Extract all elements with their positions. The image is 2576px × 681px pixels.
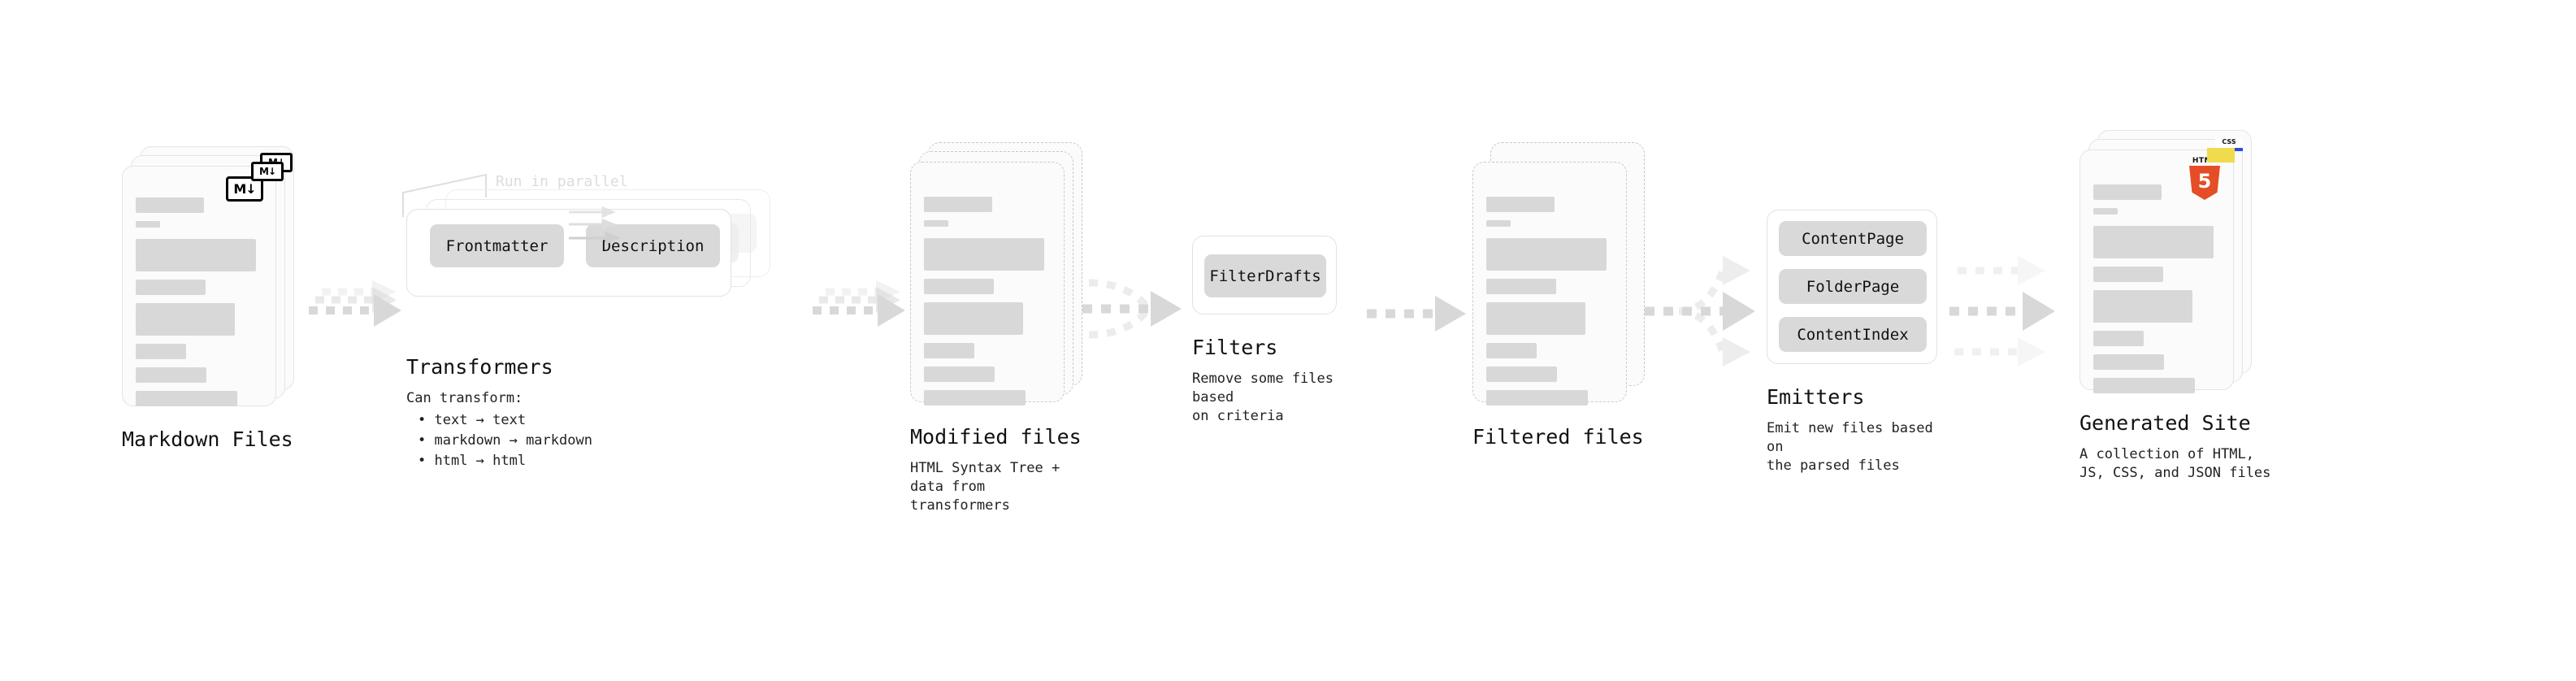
stage-filters: FilterDrafts Filters Remove some files b… <box>1192 0 1367 426</box>
stage-emitters: ContentPage FolderPage ContentIndex Emit… <box>1767 0 1949 475</box>
content-line <box>2093 354 2165 370</box>
content-line <box>1486 302 1585 335</box>
content-line <box>136 197 205 213</box>
stage-label-generated-site: Generated Site <box>2079 411 2251 435</box>
emitter-chip-folderpage[interactable]: FolderPage <box>1779 269 1927 304</box>
content-line <box>2093 290 2192 323</box>
content-line <box>2093 267 2163 282</box>
markdown-icon-mini-1: M↓ <box>251 162 284 181</box>
bullet-item: • html → html <box>418 452 527 469</box>
connector-filters-to-filtered <box>1367 0 1472 335</box>
content-line <box>1486 390 1588 406</box>
markdown-card-stack: M↓ M↓ M↓ <box>122 146 309 406</box>
stage-label-transformers: Transformers <box>406 355 553 379</box>
content-line <box>136 303 235 336</box>
content-line <box>1486 220 1511 227</box>
transformers-bullet-list: • text → text • markdown → markdown • ht… <box>406 411 813 471</box>
content-line <box>2093 378 2195 393</box>
filtered-card-stack <box>1472 142 1645 406</box>
content-line <box>2093 184 2162 200</box>
connector-emitters-to-site <box>1949 0 2079 378</box>
html5-icon: HTML <box>2188 157 2222 200</box>
filtered-card-front <box>1472 162 1627 406</box>
modified-content-lines <box>924 197 1051 414</box>
modified-files-subtitle: HTML Syntax Tree + data from transformer… <box>910 460 1060 514</box>
stage-label-emitters: Emitters <box>1767 385 1865 409</box>
bullet-text: text → text <box>434 411 527 428</box>
transformers-visual: Run in parallel F <box>402 173 813 329</box>
filters-box: FilterDrafts <box>1192 236 1337 314</box>
site-content-lines <box>2093 184 2220 401</box>
content-line <box>2093 226 2214 258</box>
connector-md-to-transformers <box>309 0 406 337</box>
bullet-text: html → html <box>434 452 527 469</box>
content-line <box>136 280 206 295</box>
stage-label-markdown-files: Markdown Files <box>122 427 293 451</box>
connector-modified-to-filters <box>1082 0 1192 349</box>
content-line <box>1486 343 1537 358</box>
modified-card-front <box>910 162 1065 406</box>
content-line <box>924 238 1045 271</box>
connector-filtered-to-emitters <box>1645 0 1767 378</box>
content-line <box>136 367 207 383</box>
content-line <box>1486 197 1555 212</box>
content-line <box>136 221 160 228</box>
content-line <box>1486 238 1607 271</box>
emitter-chip-contentpage[interactable]: ContentPage <box>1779 221 1927 256</box>
transformers-subtitle: Can transform: <box>406 390 523 406</box>
generated-site-card-stack: CSS HTML <box>2079 130 2275 393</box>
content-line <box>1486 279 1556 294</box>
content-line <box>924 197 993 212</box>
modified-card-stack <box>910 142 1082 406</box>
generated-site-subtitle: A collection of HTML, JS, CSS, and JSON … <box>2079 446 2271 481</box>
run-in-parallel-note: Run in parallel <box>496 173 628 190</box>
bullet-item: • markdown → markdown <box>418 432 592 449</box>
stage-generated-site: CSS HTML <box>2079 0 2275 483</box>
stage-label-filtered-files: Filtered files <box>1472 425 1644 449</box>
content-line <box>924 343 975 358</box>
stage-filtered-files: Filtered files <box>1472 0 1645 449</box>
bullet-item: • text → text <box>418 411 527 428</box>
content-line <box>136 344 187 359</box>
emitters-subtitle: Emit new files based on the parsed files <box>1767 420 1933 474</box>
content-line <box>924 279 994 294</box>
content-line <box>136 391 237 406</box>
emitters-visual: ContentPage FolderPage ContentIndex <box>1767 210 1949 364</box>
content-line <box>924 367 995 382</box>
transformer-chip-frontmatter[interactable]: Frontmatter <box>430 224 564 267</box>
stage-label-filters: Filters <box>1192 336 1278 359</box>
filters-visual: FilterDrafts <box>1192 236 1367 314</box>
filtered-content-lines <box>1486 197 1613 414</box>
javascript-icon <box>2207 148 2235 163</box>
stage-markdown-files: M↓ M↓ M↓ <box>122 0 309 451</box>
content-line <box>1486 367 1558 382</box>
site-card-front: HTML <box>2079 150 2234 393</box>
emitter-chip-contentindex[interactable]: ContentIndex <box>1779 317 1927 352</box>
content-line <box>136 239 257 271</box>
transformer-chip-description[interactable]: Description <box>586 224 720 267</box>
filter-chip-filterdrafts[interactable]: FilterDrafts <box>1204 254 1326 297</box>
content-line <box>924 220 948 227</box>
markdown-content-lines <box>136 197 262 414</box>
filters-subtitle: Remove some files based on criteria <box>1192 371 1334 424</box>
content-line <box>924 390 1026 406</box>
bullet-text: markdown → markdown <box>434 432 592 449</box>
parallel-bracket-icon <box>402 173 487 217</box>
stage-transformers: Run in parallel F <box>402 0 813 471</box>
content-line <box>924 302 1023 335</box>
content-line <box>2093 208 2118 215</box>
emitters-box: ContentPage FolderPage ContentIndex <box>1767 210 1937 364</box>
connector-transformers-to-modified <box>813 0 910 337</box>
stage-label-modified-files: Modified files <box>910 425 1082 449</box>
transformer-inner-arrows-icon <box>569 206 621 245</box>
content-line <box>2093 331 2144 346</box>
markdown-card-front: M↓ <box>122 166 276 406</box>
stage-modified-files: Modified files HTML Syntax Tree + data f… <box>910 0 1082 515</box>
